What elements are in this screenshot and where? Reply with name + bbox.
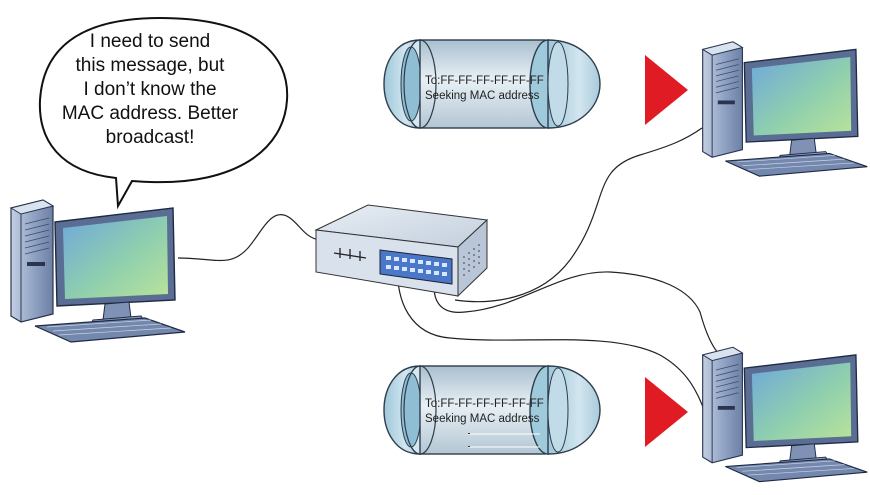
speech-line-4: MAC address. Better bbox=[50, 102, 250, 126]
arrow-to-top-right-pc bbox=[645, 55, 688, 125]
arrow-to-bottom-right-pc bbox=[645, 377, 688, 447]
speech-line-5: broadcast! bbox=[50, 126, 250, 150]
cable-left-pc-to-switch bbox=[178, 215, 320, 261]
packet-bottom-info-label: Seeking MAC address bbox=[425, 413, 540, 425]
packet-bottom-body bbox=[420, 366, 545, 454]
packet-top-info-label: Seeking MAC address bbox=[425, 90, 540, 102]
computer-left bbox=[11, 200, 185, 342]
computer-bottom-right bbox=[703, 347, 868, 481]
speech-line-2: this message, but bbox=[50, 54, 250, 78]
packet-bottom-to-label: To:FF-FF-FF-FF-FF-FF bbox=[425, 398, 544, 410]
packet-top-to-label: To:FF-FF-FF-FF-FF-FF bbox=[425, 75, 544, 87]
broadcast-packet-top: To:FF-FF-FF-FF-FF-FF Seeking MAC address bbox=[384, 40, 600, 128]
broadcast-packet-bottom: To:FF-FF-FF-FF-FF-FF Seeking MAC address bbox=[384, 366, 600, 454]
speech-bubble-text: I need to send this message, but I don’t… bbox=[50, 30, 250, 150]
cable-switch-loop bbox=[434, 272, 725, 360]
computer-top-right bbox=[703, 42, 868, 176]
speech-line-3: I don’t know the bbox=[50, 78, 250, 102]
network-switch bbox=[316, 205, 487, 296]
speech-line-1: I need to send bbox=[50, 30, 250, 54]
